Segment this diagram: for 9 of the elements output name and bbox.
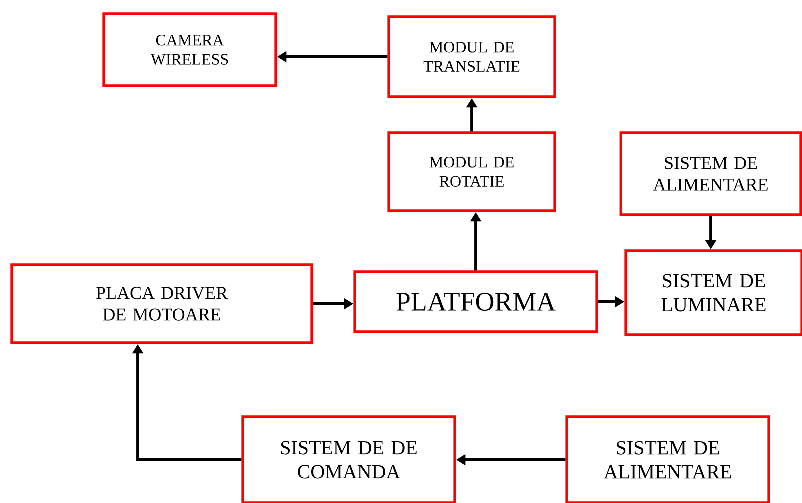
process-box: PLACA DRIVER DE MOTOARE — [10, 264, 314, 344]
process-box: SISTEM DE ALIMENTARE — [566, 416, 770, 503]
process-box: SISTEM DE DE COMANDA — [242, 416, 456, 503]
process-box: SISTEM DE ALIMENTARE — [620, 132, 802, 216]
process-box: MODUL DE ROTATIE — [388, 132, 556, 212]
process-box: SISTEM DE LUMINARE — [624, 250, 802, 336]
process-box: MODUL DE TRANSLATIE — [388, 16, 556, 98]
process-box: CAMERA WIRELESS — [102, 12, 278, 88]
process-box: PLATFORMA — [354, 270, 598, 334]
